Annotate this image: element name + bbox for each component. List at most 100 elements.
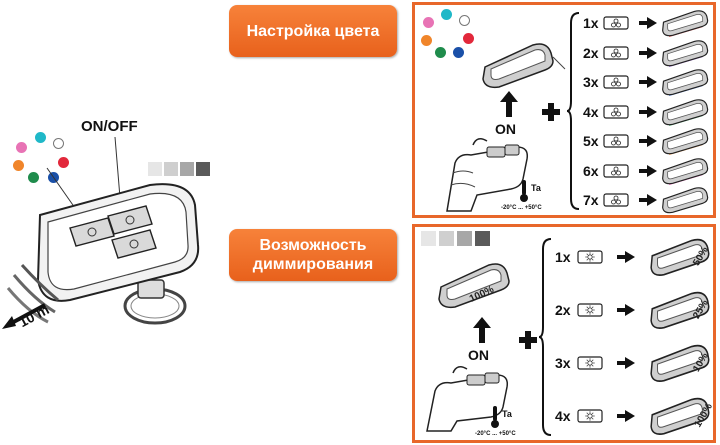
right-arrow-icon <box>617 304 635 316</box>
thermometer-icon <box>520 180 528 202</box>
color-step-row: 1x <box>583 9 713 37</box>
color-button-icon <box>603 193 629 207</box>
color-step-row: 5x <box>583 127 713 155</box>
press-count: 2x <box>583 44 599 61</box>
lamp-icon <box>662 69 709 96</box>
color-step-row: 7x <box>583 186 713 214</box>
brace-icon <box>538 238 552 436</box>
gray-swatch <box>439 231 454 246</box>
lamp-icon <box>438 263 510 309</box>
color-step-row: 6x <box>583 157 713 185</box>
color-dot <box>35 132 46 143</box>
color-rows: 1x 2x 3x 4x 5x 6x 7x <box>583 9 713 219</box>
color-setup-panel: ON Ta -20°C ... +50°C 1x 2x 3x 4x 5x 6x 7x <box>412 2 716 218</box>
color-dot <box>13 160 24 171</box>
color-button-icon <box>603 75 629 89</box>
on-label: ON <box>468 347 489 363</box>
thermometer-icon <box>491 406 499 428</box>
up-arrow-icon <box>473 317 491 343</box>
dimming-title: Возможность диммирования <box>229 229 397 281</box>
lamp-icon <box>482 43 566 89</box>
temp-range: -20°C ... +50°C <box>475 431 516 437</box>
plus-icon <box>519 331 537 349</box>
lamp-icon <box>650 344 710 382</box>
press-count: 4x <box>555 408 571 424</box>
color-dot <box>459 15 470 26</box>
color-dot <box>58 157 69 168</box>
gray-swatch <box>475 231 490 246</box>
right-arrow-icon <box>639 17 657 29</box>
press-count: 1x <box>583 15 599 31</box>
dim-button-icon <box>577 409 603 423</box>
gray-swatch <box>196 162 210 176</box>
temp-symbol: Ta <box>502 409 512 419</box>
color-button-icon <box>603 104 629 119</box>
right-arrow-icon <box>639 46 657 59</box>
color-step-row: 3x <box>583 68 713 96</box>
color-dot <box>441 9 452 20</box>
color-button-icon <box>603 16 629 30</box>
dim-button-icon <box>577 303 603 317</box>
lamp-icon <box>662 10 709 37</box>
lamp-icon <box>650 291 710 329</box>
gray-swatches <box>421 231 501 249</box>
color-step-row: 4x <box>583 98 713 126</box>
gray-swatch <box>148 162 162 176</box>
color-dot <box>16 142 27 153</box>
color-dots-ring <box>421 9 481 61</box>
right-arrow-icon <box>639 76 657 88</box>
right-arrow-icon <box>639 105 657 118</box>
color-dot <box>53 138 64 149</box>
press-count: 3x <box>555 355 571 371</box>
color-setup-title: Настройка цвета <box>229 5 397 57</box>
dim-button-icon <box>577 250 603 264</box>
press-count: 6x <box>583 162 599 179</box>
lamp-icon <box>650 238 710 276</box>
color-button-icon <box>603 45 629 60</box>
remote-illustration: ON/OFF 10 m <box>0 0 230 445</box>
right-arrow-icon <box>639 164 657 177</box>
color-dot <box>435 47 446 58</box>
onoff-label: ON/OFF <box>81 118 138 135</box>
plus-icon <box>542 103 560 121</box>
temp-range: -20°C ... +50°C <box>501 205 542 211</box>
remote-fob-icon <box>2 136 200 329</box>
on-label: ON <box>495 121 516 137</box>
color-dot <box>28 172 39 183</box>
press-count: 1x <box>555 249 571 265</box>
right-arrow-icon <box>617 357 635 369</box>
gray-swatch <box>457 231 472 246</box>
color-dot <box>463 33 474 44</box>
temp-symbol: Ta <box>531 183 541 193</box>
right-arrow-icon <box>639 135 657 147</box>
gray-swatches <box>148 162 218 178</box>
color-dot <box>423 17 434 28</box>
right-arrow-icon <box>617 410 635 422</box>
brace-icon <box>566 12 580 210</box>
lamp-icon <box>650 397 710 435</box>
lamp-icon <box>662 187 709 214</box>
press-count: 7x <box>583 192 599 208</box>
press-count: 3x <box>583 74 599 90</box>
gray-swatch <box>164 162 178 176</box>
gray-swatch <box>421 231 436 246</box>
dim-button-icon <box>577 356 603 370</box>
gray-swatch <box>180 162 194 176</box>
lamp-icon <box>662 98 709 126</box>
lamp-icon <box>662 39 709 67</box>
up-arrow-icon <box>500 91 518 117</box>
color-button-icon <box>603 134 629 148</box>
lamp-icon <box>662 157 709 185</box>
color-dot <box>421 35 432 46</box>
color-button-icon <box>603 163 629 178</box>
right-arrow-icon <box>617 251 635 263</box>
color-step-row: 2x <box>583 39 713 67</box>
press-count: 5x <box>583 133 599 149</box>
color-dot <box>453 47 464 58</box>
